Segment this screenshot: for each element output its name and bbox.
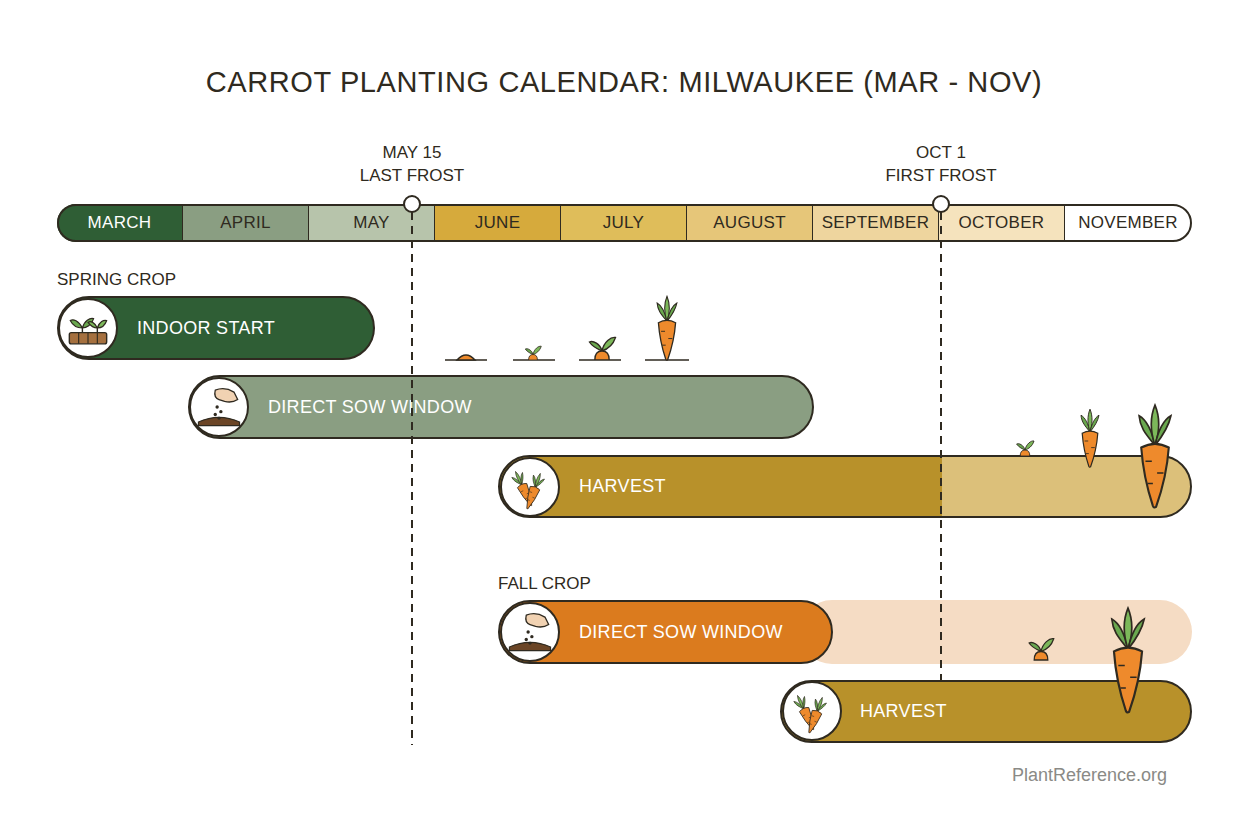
month-name: OCTOBER: [959, 213, 1045, 233]
section-heading: FALL CROP: [498, 574, 591, 594]
month-cell: JUNE: [435, 204, 561, 242]
month-name: MARCH: [88, 213, 152, 233]
frost-label: LAST FROST: [292, 166, 532, 186]
month-name: JUNE: [475, 213, 521, 233]
phase-bar: DIRECT SOW WINDOW: [188, 375, 814, 439]
month-name: NOVEMBER: [1078, 213, 1178, 233]
month-name: SEPTEMBER: [822, 213, 930, 233]
carrot-art: [1081, 409, 1099, 467]
month-cell: APRIL: [183, 204, 309, 242]
month-name: AUGUST: [713, 213, 786, 233]
bar-label: DIRECT SOW WINDOW: [268, 397, 472, 418]
bar-label: DIRECT SOW WINDOW: [579, 622, 783, 643]
carrot-art: [1112, 608, 1144, 712]
bar-icon: [501, 458, 559, 516]
frost-line: [940, 212, 942, 680]
month-cell: OCTOBER: [939, 204, 1065, 242]
bar-icon: [190, 378, 248, 436]
frost-marker: [404, 196, 420, 212]
month-name: APRIL: [220, 213, 271, 233]
month-name: JULY: [603, 213, 645, 233]
carrot-art: [1139, 405, 1171, 507]
bar-label: INDOOR START: [137, 318, 275, 339]
month-cell: JULY: [561, 204, 687, 242]
phase-bar: HARVEST: [498, 455, 1192, 518]
month-cell: AUGUST: [687, 204, 813, 242]
phase-bar: DIRECT SOW WINDOW: [498, 600, 833, 664]
month-cell: SEPTEMBER: [813, 204, 939, 242]
frost-label: FIRST FROST: [821, 166, 1061, 186]
phase-bar: HARVEST: [780, 680, 1192, 743]
month-cell: NOVEMBER: [1065, 204, 1191, 242]
bar-icon: [59, 299, 117, 357]
month-name: MAY: [353, 213, 389, 233]
bar-label: HARVEST: [860, 701, 947, 722]
frost-line: [411, 212, 413, 745]
chart-title: CARROT PLANTING CALENDAR: MILWAUKEE (MAR…: [0, 66, 1248, 99]
frost-date: OCT 1: [821, 143, 1061, 163]
phase-bar: INDOOR START: [57, 296, 375, 360]
frost-marker: [933, 196, 949, 212]
growth-stages: [445, 296, 689, 360]
fall-sow-extension: [800, 600, 1192, 664]
section-heading: SPRING CROP: [57, 270, 176, 290]
watermark: PlantReference.org: [1012, 765, 1167, 786]
carrot-art: [1029, 639, 1054, 660]
bar-label: HARVEST: [579, 476, 666, 497]
month-cell: MAY: [309, 204, 435, 242]
frost-date: MAY 15: [292, 143, 532, 163]
bar-icon: [501, 603, 559, 661]
month-cell: MARCH: [57, 204, 183, 242]
carrot-art: [1017, 441, 1034, 456]
bar-icon: [783, 682, 841, 740]
